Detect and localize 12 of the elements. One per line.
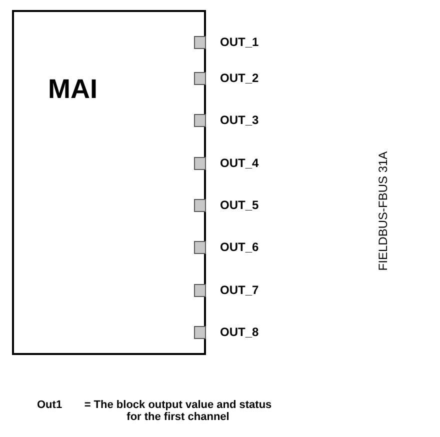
footnote-term: Out1 <box>37 399 62 411</box>
port-label: OUT_3 <box>220 113 259 127</box>
port-label: OUT_5 <box>220 198 259 212</box>
block-name: MAI <box>48 74 98 105</box>
port-label: OUT_1 <box>220 35 259 49</box>
figure-id: FIELDBUS-FBUS 31A <box>376 150 390 273</box>
port-label: OUT_2 <box>220 71 259 85</box>
footnote-text: = The block output value and status for the first channel <box>83 399 273 423</box>
port-label: OUT_4 <box>220 156 259 170</box>
port-label: OUT_7 <box>220 283 259 297</box>
port-label: OUT_8 <box>220 325 259 339</box>
port-label: OUT_6 <box>220 240 259 254</box>
